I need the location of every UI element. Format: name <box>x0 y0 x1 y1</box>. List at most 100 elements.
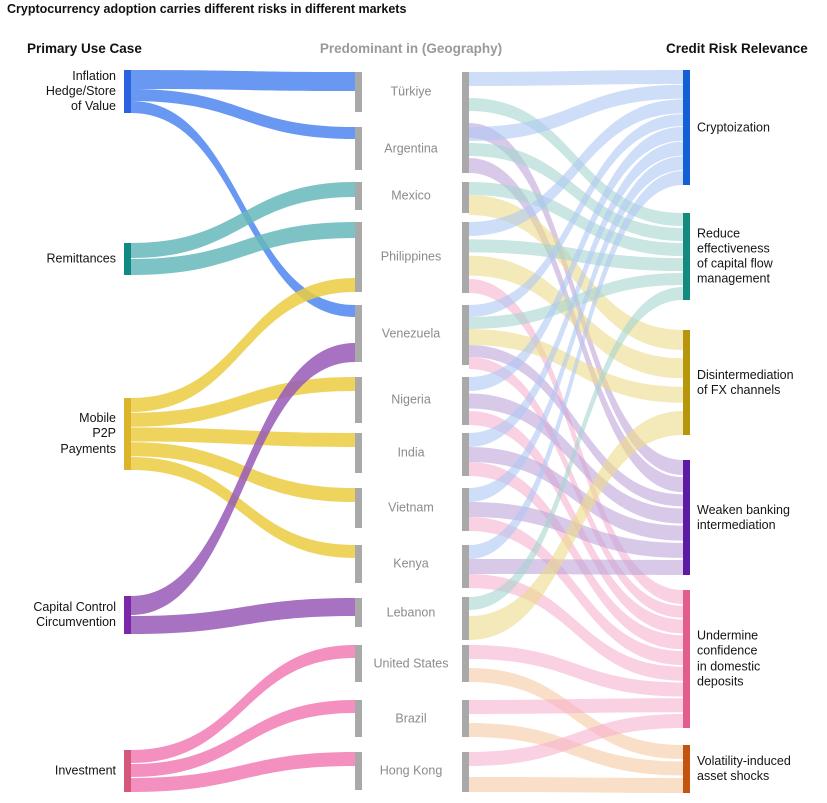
ribbon-capcontrol-venezuela <box>131 343 355 615</box>
risk-label-crypto: Cryptoization <box>697 119 770 134</box>
ribbon-nigeria-weaken <box>469 393 683 524</box>
ribbon-nigeria-crypto <box>469 126 683 391</box>
column-header-credit-risk: Credit Risk Relevance <box>666 41 808 56</box>
use-case-bar-investment <box>124 750 131 792</box>
geo-bar-out-kenya <box>462 545 469 588</box>
ribbon-us-volatility <box>469 668 683 759</box>
ribbon-venezuela-crypto <box>469 114 683 318</box>
ribbon-lebanon-fx <box>469 411 683 640</box>
ribbon-investment-hongkong <box>131 752 355 792</box>
geo-label-mexico: Mexico <box>391 188 431 203</box>
geo-label-philippines: Philippines <box>380 249 442 264</box>
risk-label-weaken: Weaken banking intermediation <box>697 502 790 532</box>
ribbon-investment-us <box>131 645 355 763</box>
ribbon-vietnam-crypto <box>469 156 683 503</box>
ribbon-venezuela-weaken <box>469 345 683 507</box>
geo-bar-in-philippines <box>355 222 362 292</box>
risk-label-undermine: Undermine confidence in domestic deposit… <box>697 628 761 689</box>
geo-bar-out-vietnam <box>462 488 469 531</box>
use-case-label-inflation: Inflation Hedge/Store of Value <box>45 68 116 114</box>
ribbon-philippines-undermine <box>469 279 683 604</box>
ribbon-investment-brazil <box>131 700 355 777</box>
geo-bar-in-argentina <box>355 127 362 170</box>
risk-bar-undermine <box>683 590 690 728</box>
geo-bar-out-argentina <box>462 127 469 173</box>
geo-label-vietnam: Vietnam <box>388 500 434 515</box>
geo-bar-out-philippines <box>462 222 469 293</box>
ribbon-inflation-turkiye <box>131 70 355 91</box>
risk-label-volatility: Volatility-induced asset shocks <box>697 753 791 783</box>
geo-label-venezuela: Venezuela <box>381 325 441 340</box>
chart-title: Cryptocurrency adoption carries differen… <box>7 2 407 16</box>
use-case-bar-p2p <box>124 398 131 470</box>
use-case-label-investment: Investment <box>54 763 116 778</box>
geo-label-argentina: Argentina <box>384 140 438 155</box>
risk-bar-fx <box>683 330 690 435</box>
geo-bar-in-lebanon <box>355 598 362 627</box>
ribbon-kenya-undermine <box>469 574 683 681</box>
use-case-label-remittances: Remittances <box>46 251 116 266</box>
ribbon-p2p-nigeria <box>131 377 355 427</box>
geo-label-kenya: Kenya <box>393 556 429 571</box>
risk-bar-crypto <box>683 70 690 185</box>
use-case-bar-capcontrol <box>124 596 131 634</box>
geo-bar-out-lebanon <box>462 597 469 640</box>
geo-bar-out-nigeria <box>462 377 469 425</box>
geo-bar-in-turkiye <box>355 72 362 112</box>
ribbon-brazil-undermine <box>469 698 683 714</box>
geo-label-lebanon: Lebanon <box>386 604 436 619</box>
ribbon-hongkong-undermine <box>469 714 683 766</box>
geo-bar-out-us <box>462 645 469 682</box>
ribbon-p2p-kenya <box>131 457 355 558</box>
geo-bar-in-kenya <box>355 545 362 583</box>
ribbon-kenya-crypto <box>469 171 683 559</box>
geo-bar-in-brazil <box>355 700 362 737</box>
geo-label-india: India <box>397 445 425 460</box>
geo-bar-in-us <box>355 645 362 682</box>
risk-label-reduce: Reduce effectiveness of capital flow man… <box>697 226 773 286</box>
ribbon-vietnam-undermine <box>469 517 683 665</box>
ribbon-brazil-volatility <box>469 723 683 776</box>
geo-bar-in-india <box>355 433 362 473</box>
geo-bar-out-venezuela <box>462 305 469 365</box>
geo-bar-out-turkiye <box>462 72 469 138</box>
risk-label-fx: Disintermediation of FX channels <box>697 367 794 397</box>
geo-label-turkiye: Türkiye <box>390 84 432 99</box>
use-case-label-p2p: Mobile P2P Payments <box>60 411 116 456</box>
geo-label-hongkong: Hong Kong <box>379 763 443 778</box>
geo-bar-in-mexico <box>355 182 362 210</box>
use-case-bar-inflation <box>124 70 131 113</box>
ribbon-argentina-reduce <box>469 143 683 241</box>
ribbon-philippines-crypto <box>469 99 683 236</box>
ribbon-kenya-weaken <box>469 559 683 575</box>
ribbon-india-weaken <box>469 447 683 541</box>
geo-bar-in-nigeria <box>355 377 362 423</box>
column-header-primary-use-case: Primary Use Case <box>27 41 142 56</box>
ribbon-p2p-india <box>131 427 355 447</box>
geo-bar-in-vietnam <box>355 488 362 528</box>
ribbon-mexico-fx <box>469 195 683 350</box>
geo-bar-in-hongkong <box>355 752 362 790</box>
risk-bar-weaken <box>683 460 690 575</box>
ribbon-india-undermine <box>469 462 683 650</box>
ribbon-argentina-crypto <box>469 84 683 141</box>
geo-label-brazil: Brazil <box>395 710 427 725</box>
ribbon-inflation-venezuela <box>131 101 355 317</box>
ribbon-us-undermine <box>469 645 683 697</box>
use-case-label-capcontrol: Capital Control Circumvention <box>33 599 116 629</box>
ribbon-remittances-mexico <box>131 182 355 258</box>
risk-bar-reduce <box>683 213 690 300</box>
use-case-bar-remittances <box>124 243 131 275</box>
geo-bar-out-hongkong <box>462 752 469 792</box>
geo-bar-out-brazil <box>462 700 469 737</box>
risk-bar-volatility <box>683 745 690 793</box>
geo-label-us: United States <box>373 655 449 670</box>
geo-bar-in-venezuela <box>355 305 362 362</box>
geo-bar-out-india <box>462 433 469 476</box>
ribbon-p2p-philippines <box>131 278 355 412</box>
ribbon-india-crypto <box>469 141 683 448</box>
geo-label-nigeria: Nigeria <box>391 392 431 407</box>
geo-bar-out-mexico <box>462 182 469 213</box>
